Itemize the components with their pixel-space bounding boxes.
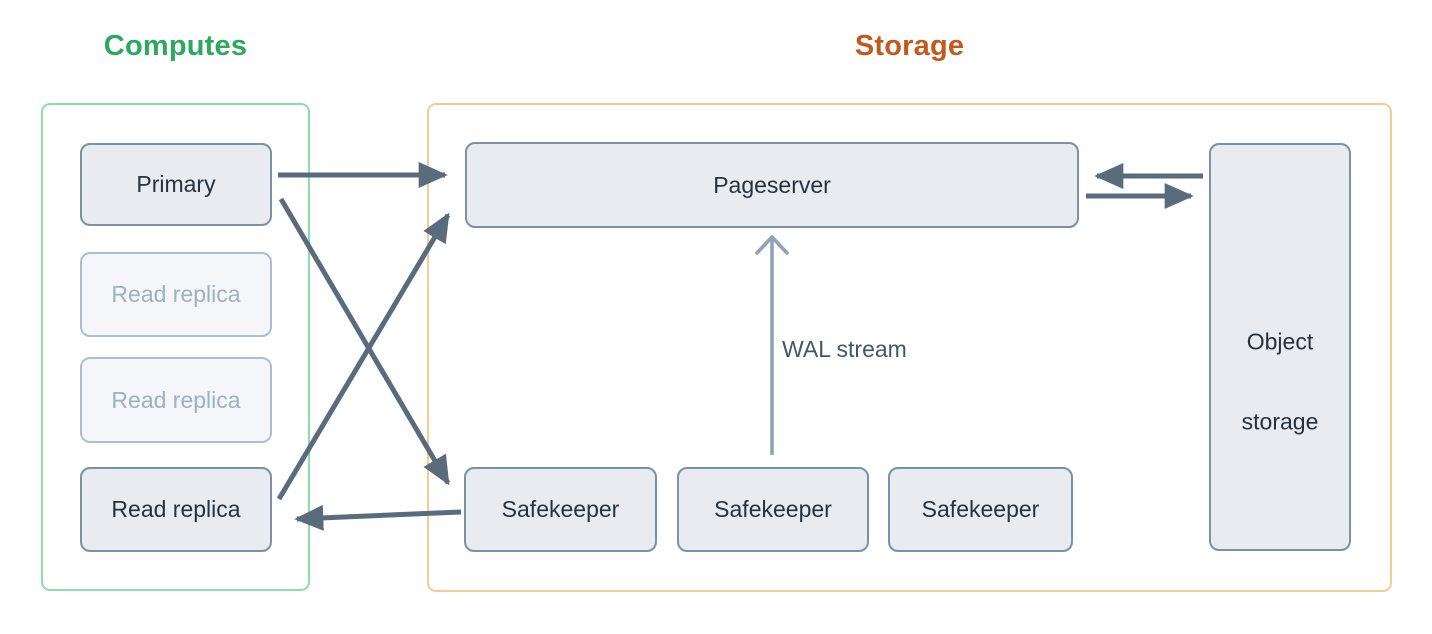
node-primary: Primary: [80, 143, 272, 226]
node-pageserver-label: Pageserver: [713, 171, 831, 198]
node-primary-label: Primary: [136, 171, 216, 197]
node-object-storage-label-line2: storage: [1241, 408, 1319, 435]
storage-title: Storage: [854, 30, 965, 62]
node-read-replica-2: Read replica: [80, 357, 272, 443]
node-pageserver: Pageserver: [465, 142, 1079, 228]
node-safekeeper-2: Safekeeper: [677, 467, 869, 552]
node-object-storage: Object storage: [1209, 143, 1351, 551]
node-read-replica-3-label: Read replica: [111, 496, 241, 522]
node-safekeeper-1-label: Safekeeper: [501, 496, 620, 522]
node-safekeeper-3: Safekeeper: [888, 467, 1073, 552]
node-object-storage-label-line1: Object: [1246, 328, 1314, 355]
computes-title: Computes: [103, 30, 248, 62]
node-safekeeper-1: Safekeeper: [464, 467, 657, 552]
node-read-replica-3: Read replica: [80, 467, 272, 552]
node-safekeeper-2-label: Safekeeper: [714, 496, 832, 522]
node-read-replica-2-label: Read replica: [111, 386, 241, 413]
node-read-replica-1-label: Read replica: [111, 281, 241, 307]
node-read-replica-1: Read replica: [80, 252, 272, 337]
wal-stream-label: WAL stream: [782, 336, 907, 362]
node-safekeeper-3-label: Safekeeper: [921, 496, 1040, 522]
